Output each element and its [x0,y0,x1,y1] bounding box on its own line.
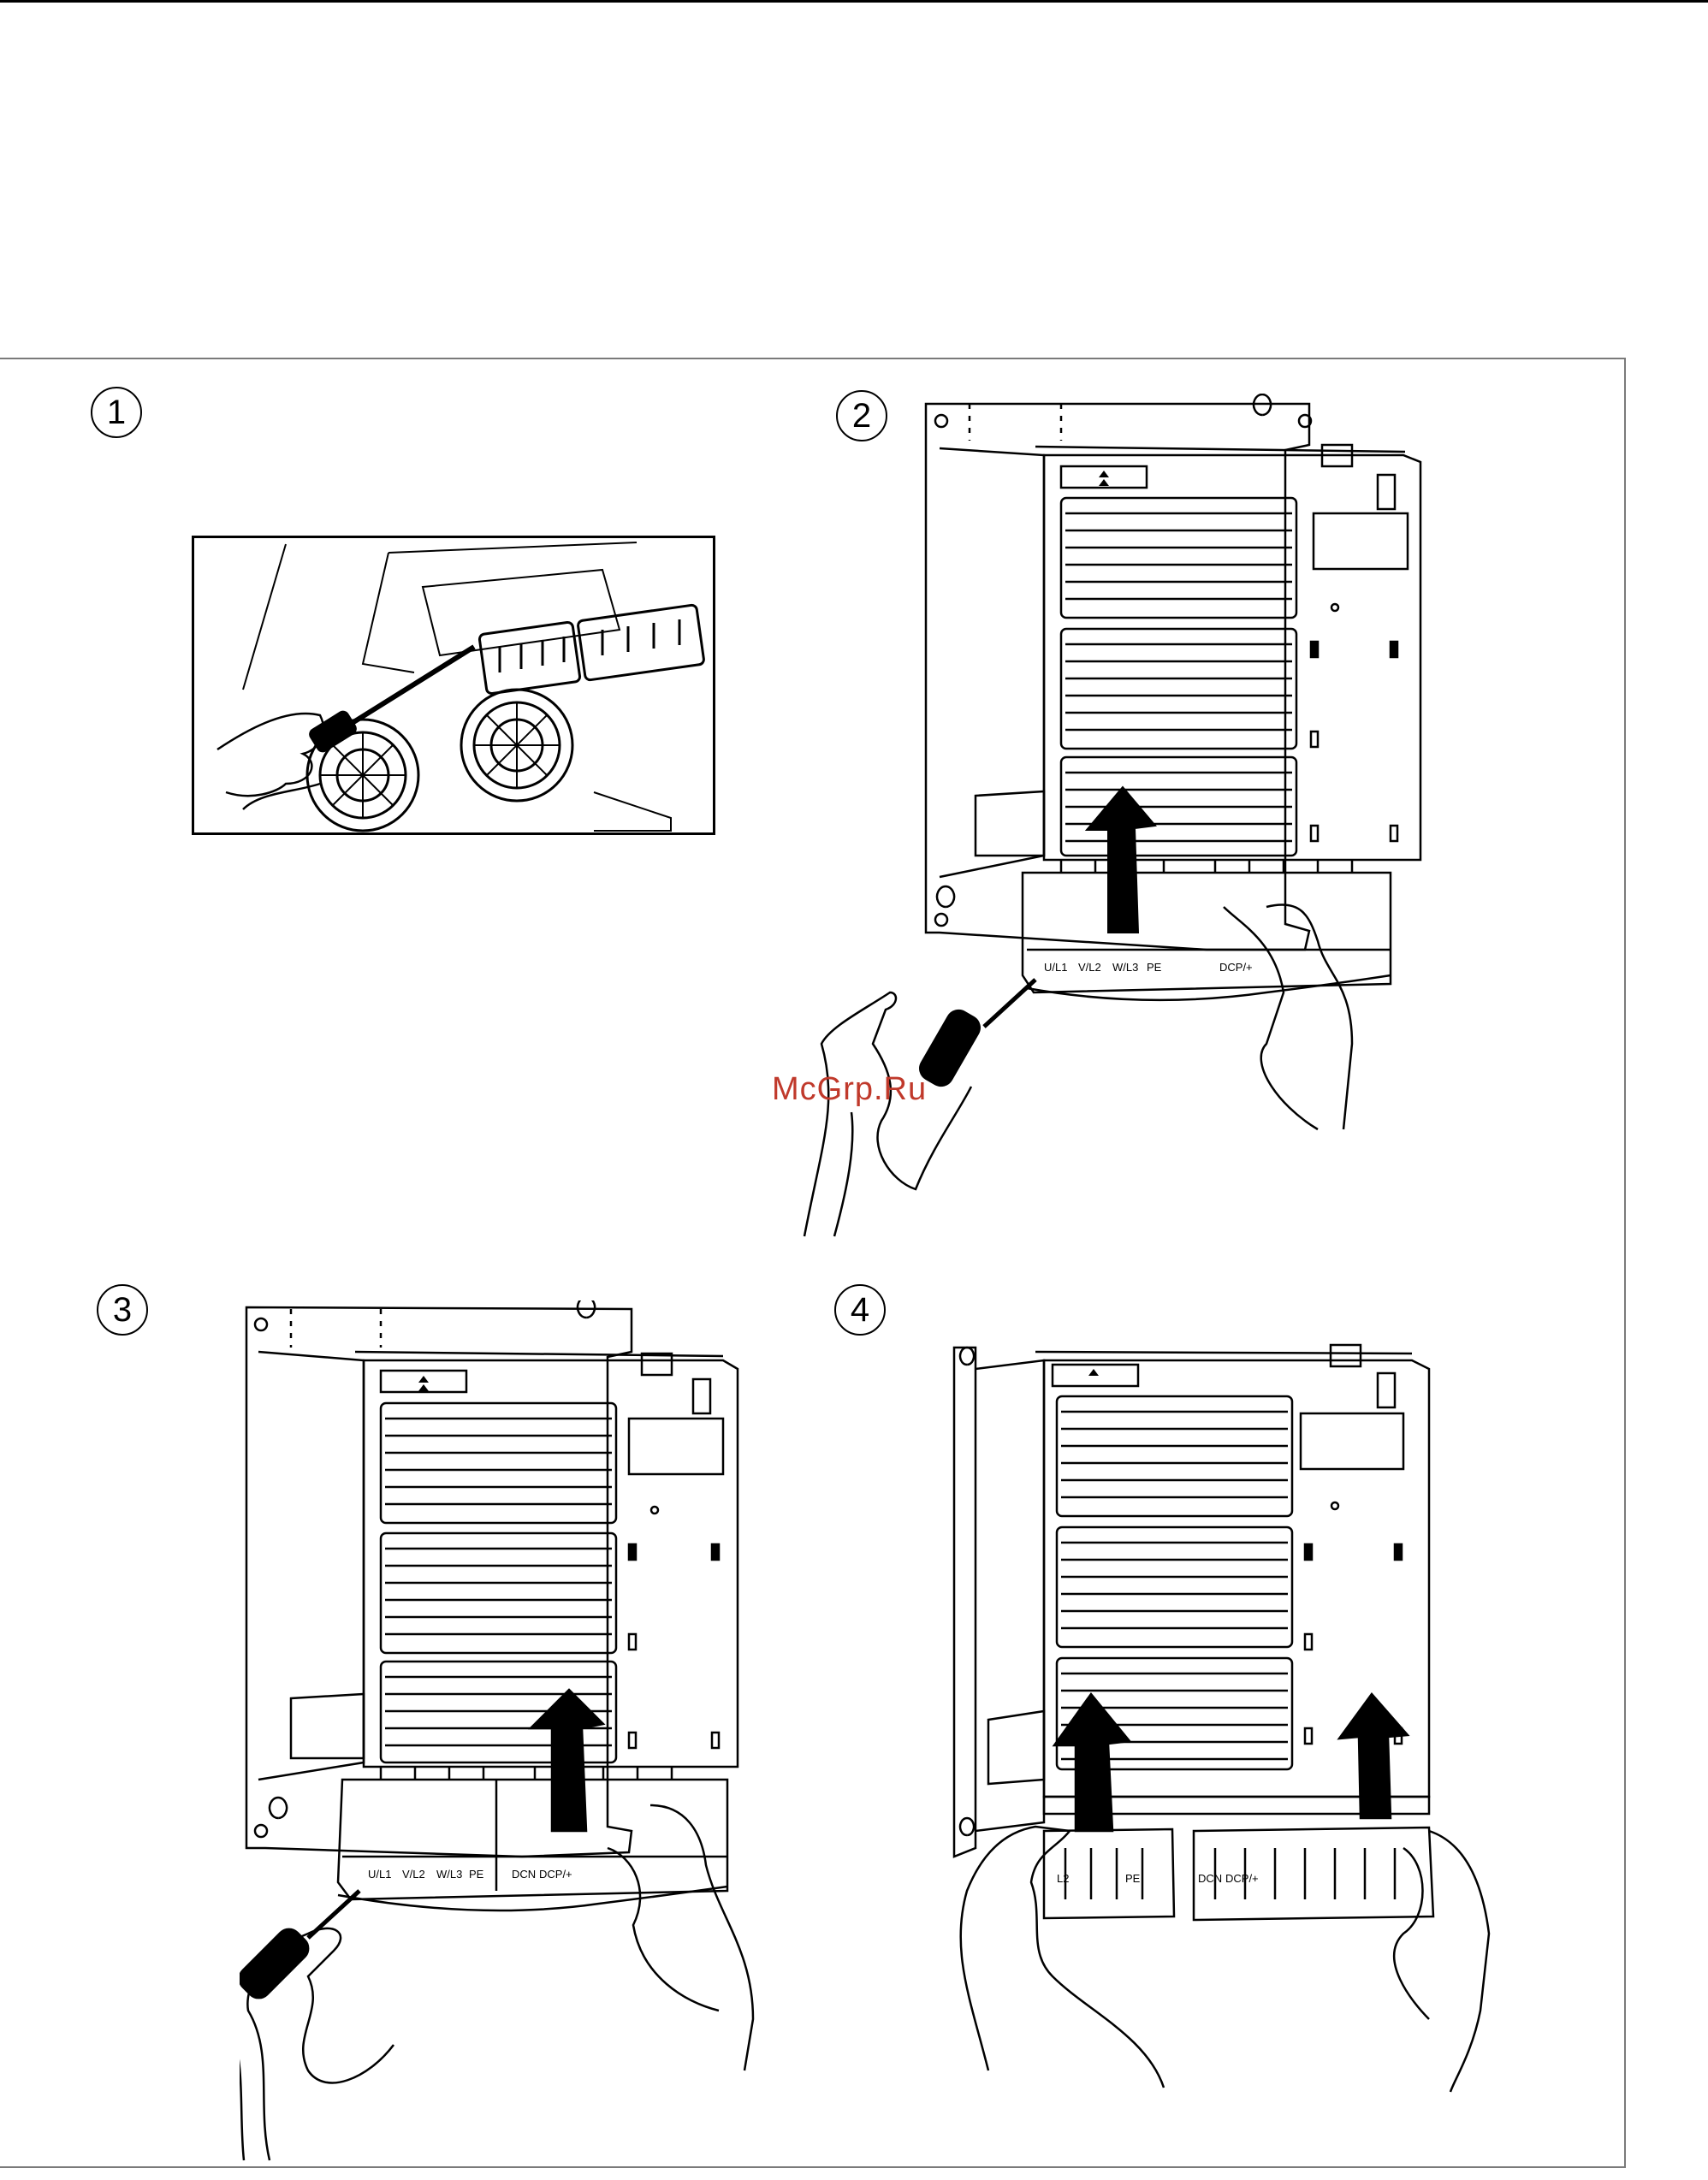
step-3-label-1: U/L1 [368,1868,391,1881]
top-rule [0,0,1708,3]
step-1-illustration [192,536,715,835]
vent-group-bottom [1061,757,1296,856]
up-arrow-icon-2 [1339,1694,1408,1818]
step-2-label-3: W/L3 [1112,961,1138,974]
step-4-terminal-labels: L2 PE DCN DCP/+ [1057,1872,1259,1885]
screwdriver-icon [916,980,1035,1090]
step-4-label-4: DCP/+ [1225,1872,1259,1885]
step-4-label-1: L2 [1057,1872,1069,1885]
step-3-illustration: U/L1 V/L2 W/L3 PE DCN DCP/+ [240,1300,770,2165]
step-3-label-5: DCN [512,1868,536,1881]
screwdriver-icon [240,1891,359,2003]
vent-group-top [1061,498,1296,618]
step-1-number: 1 [91,387,142,438]
step-3-label-3: W/L3 [436,1868,462,1881]
step-2-label-1: U/L1 [1044,961,1067,974]
step-4-label-3: DCN [1198,1872,1222,1885]
step-4-illustration: L2 PE DCN DCP/+ [950,1335,1497,2096]
step-3-terminal-labels: U/L1 V/L2 W/L3 PE DCN DCP/+ [368,1868,572,1881]
fan-icon-2 [461,690,572,801]
step-3-number: 3 [97,1284,148,1336]
step-3-label-4: PE [469,1868,484,1881]
step-2-label-2: V/L2 [1078,961,1101,974]
step-3-label-6: DCP/+ [539,1868,572,1881]
hand-icon [961,1827,1489,2092]
watermark: McGrp.Ru [772,1071,927,1108]
vent-group-middle [1061,629,1296,749]
step-2-terminal-labels: U/L1 V/L2 W/L3 PE DCP/+ [1044,961,1253,974]
step-2-label-5: DCP/+ [1219,961,1253,974]
step-4-label-2: PE [1125,1872,1141,1885]
step-4-number: 4 [834,1284,886,1336]
step-2-illustration: U/L1 V/L2 W/L3 PE DCP/+ [787,394,1438,1241]
step-2-label-4: PE [1147,961,1162,974]
step-3-label-2: V/L2 [402,1868,425,1881]
up-arrow-icon [1054,1694,1130,1831]
hand-icon [217,714,323,809]
screwdriver-icon [308,647,474,753]
